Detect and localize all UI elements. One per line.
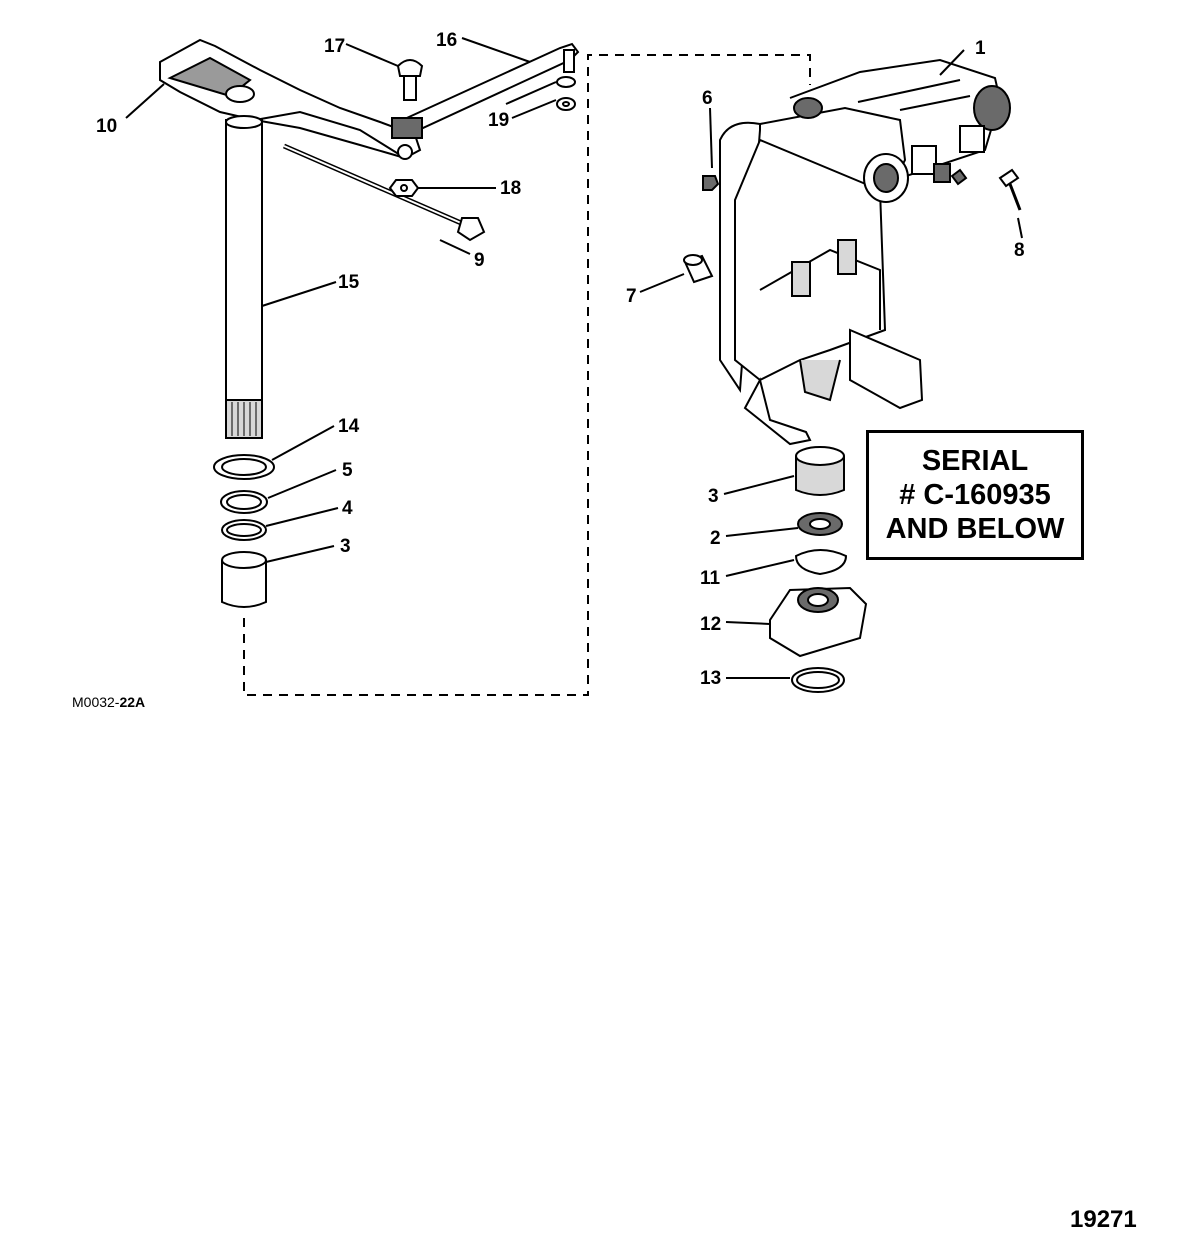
- page-number: 19271: [1070, 1206, 1137, 1233]
- serial-note-line1: SERIAL: [921, 445, 1029, 477]
- callout-2: 2: [710, 528, 721, 549]
- small-fasteners: [683, 168, 1022, 284]
- washer-nut-parts: [388, 76, 576, 197]
- figure-code: M0032-22A: [72, 694, 145, 710]
- callout-12: 12: [700, 614, 721, 635]
- steering-arm-part: [159, 38, 422, 160]
- callout-16: 16: [436, 30, 457, 51]
- bolt-17-part: [396, 59, 424, 101]
- callout-3-left: 3: [340, 536, 351, 557]
- callout-4: 4: [342, 498, 353, 519]
- swivel-bushing-stack: [769, 446, 868, 693]
- callout-18-upper: 18: [500, 178, 521, 199]
- swivel-bracket-part: [719, 58, 1011, 446]
- figure-code-suffix: 22A: [119, 694, 146, 710]
- callout-10: 10: [96, 116, 117, 137]
- callout-8: 8: [1014, 240, 1025, 261]
- callout-15: 15: [338, 272, 360, 293]
- long-bolt-part: [283, 143, 486, 242]
- callout-1: 1: [975, 38, 986, 59]
- callout-6: 6: [702, 88, 713, 109]
- tie-bar-part: [391, 42, 580, 139]
- callout-13: 13: [700, 668, 721, 689]
- dashed-connector: [243, 54, 811, 696]
- callout-17: 17: [324, 36, 345, 57]
- callout-19: 19: [488, 110, 509, 131]
- callout-11: 11: [700, 568, 721, 589]
- serial-note-box: SERIAL # C-160935 AND BELOW: [866, 430, 1084, 560]
- serial-note-line3: AND BELOW: [885, 513, 1065, 545]
- callout-14: 14: [338, 416, 360, 437]
- shaft-ring-stack: [213, 454, 275, 608]
- callout-labels: 1 6 8 7 17 16 19 18 9 10 15 14 5 4 3 3 2…: [96, 30, 1025, 689]
- callout-9: 9: [474, 250, 485, 271]
- callout-5: 5: [342, 460, 353, 481]
- serial-note-line2: # C-160935: [899, 479, 1051, 511]
- figure-code-prefix: M0032-: [72, 694, 120, 710]
- leader-lines: [125, 37, 1023, 679]
- callout-7: 7: [626, 286, 637, 307]
- steering-shaft-part: [225, 115, 263, 439]
- callout-3-right: 3: [708, 486, 719, 507]
